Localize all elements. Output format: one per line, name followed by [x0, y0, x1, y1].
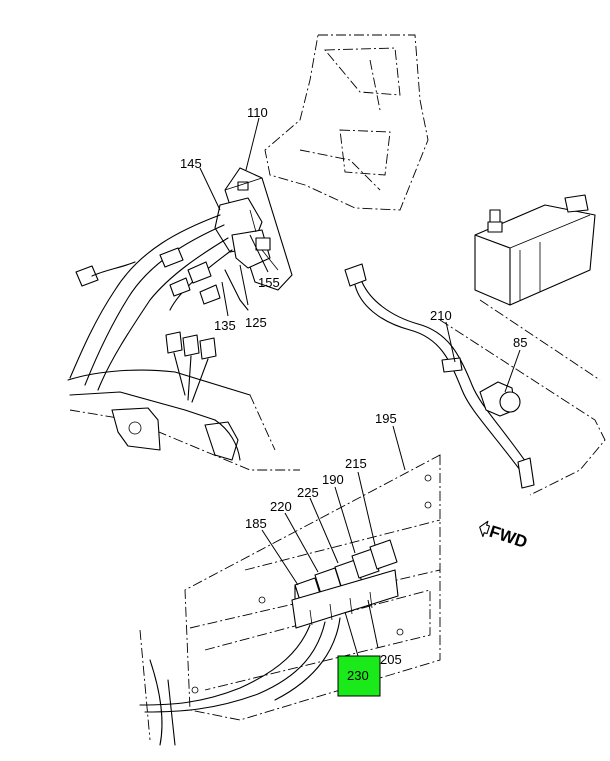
callout-155: 155: [258, 275, 280, 290]
callout-215: 215: [345, 456, 367, 471]
right-harness: [344, 263, 606, 496]
callout-labels: 110 145 155 125 135 210 85 195 215 190 2…: [180, 105, 527, 683]
callout-135: 135: [214, 318, 236, 333]
callout-145: 145: [180, 156, 202, 171]
fwd-indicator: FWD: [479, 520, 530, 552]
left-floor-panel: [67, 369, 300, 471]
fwd-label: FWD: [487, 522, 530, 552]
switch-bracket-assembly: [214, 167, 293, 291]
callout-220: 220: [270, 499, 292, 514]
small-connectors: [165, 331, 217, 403]
callout-230: 230: [347, 668, 369, 683]
left-wiring-harness: [69, 214, 249, 391]
fwd-arrow-icon: [479, 520, 491, 538]
callout-185: 185: [245, 516, 267, 531]
lower-harness: [139, 617, 341, 746]
leader-lines: [199, 117, 521, 657]
relay-group: [291, 539, 399, 629]
callout-190: 190: [322, 472, 344, 487]
callout-225: 225: [297, 485, 319, 500]
callout-205: 205: [380, 652, 402, 667]
callout-125: 125: [245, 315, 267, 330]
upper-body-panel: [264, 34, 429, 211]
callout-195: 195: [375, 411, 397, 426]
callout-85: 85: [513, 335, 527, 350]
right-module: [474, 194, 596, 306]
highlight-box-230: [337, 655, 381, 697]
callout-110: 110: [247, 105, 268, 120]
callout-210: 210: [430, 308, 452, 323]
